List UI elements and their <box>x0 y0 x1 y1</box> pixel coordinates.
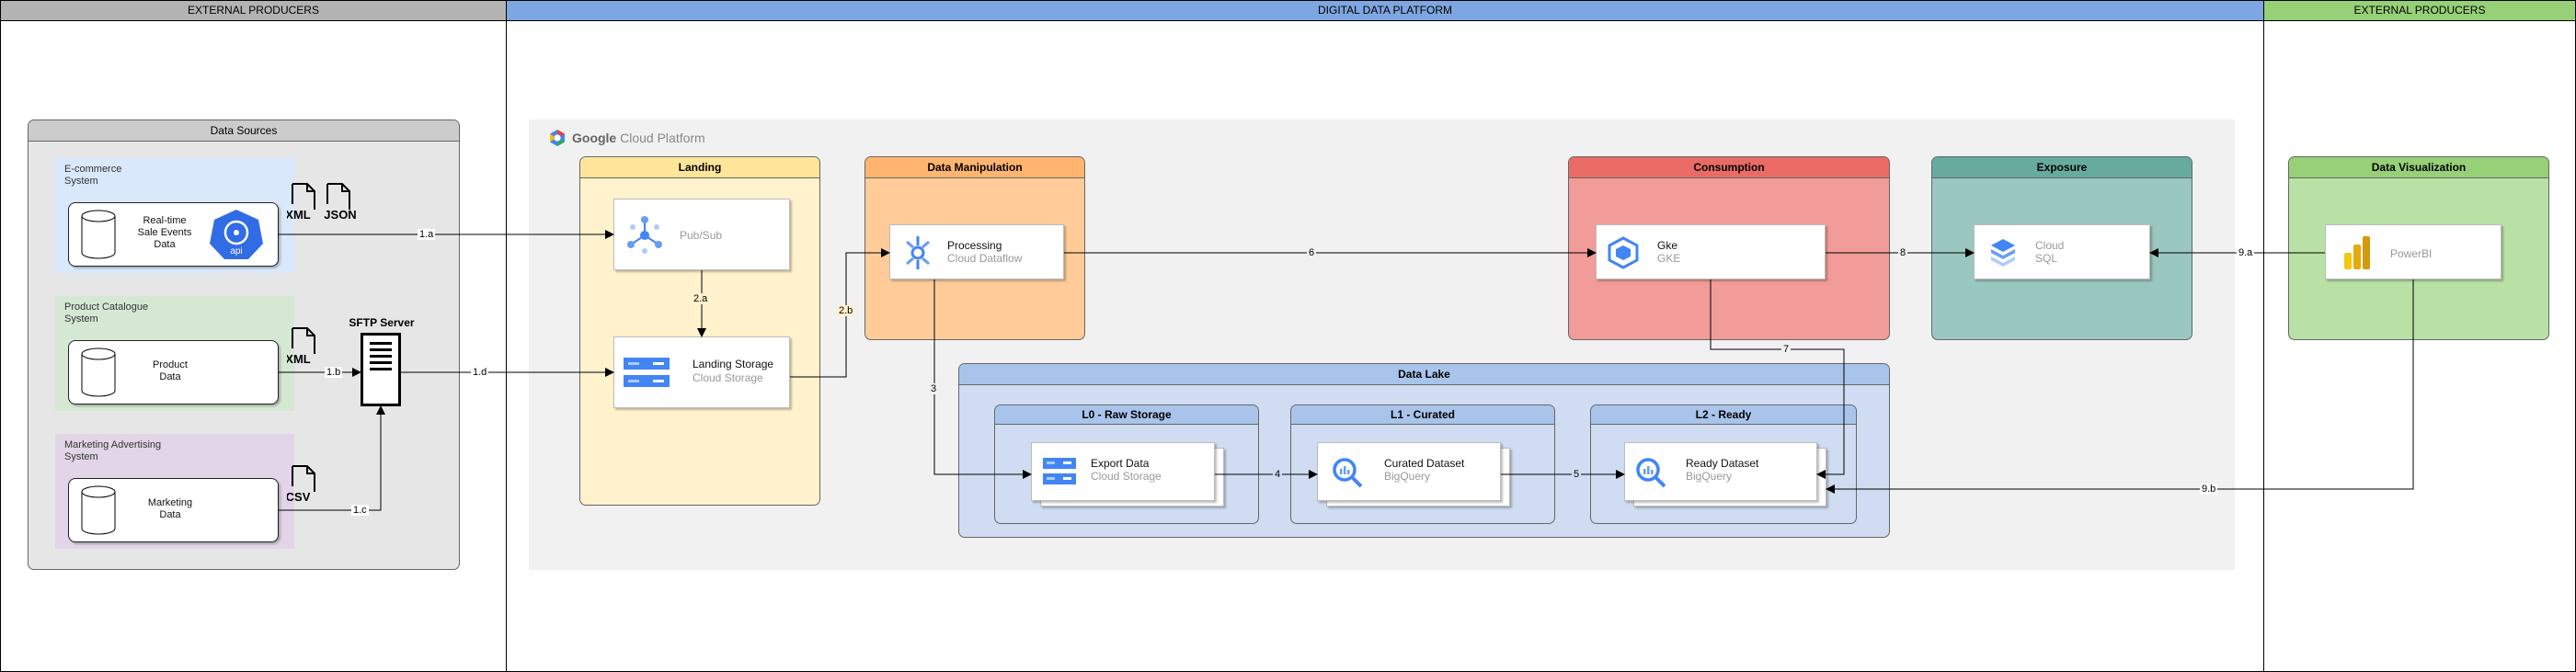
curated-dataset-subtitle: BigQuery <box>1384 470 1431 483</box>
db-label: Marketing Data <box>147 497 193 520</box>
landing-storage-subtitle: Cloud Storage <box>693 371 763 384</box>
edge-label-3: 3 <box>929 383 939 394</box>
edge-label-1c: 1.c <box>351 505 369 516</box>
processing-title: Processing <box>947 239 1002 252</box>
cloud-sql-card[interactable]: Cloud SQL <box>1974 224 2150 279</box>
cloud-storage-icon <box>1043 458 1076 484</box>
xml-file-icon: XML <box>287 183 315 222</box>
database-icon <box>81 210 116 259</box>
system-name: E-commerce System <box>64 164 122 187</box>
system-name: Marketing Advertising System <box>64 439 162 462</box>
curated-dataset-card[interactable]: Curated Dataset BigQuery <box>1317 442 1501 501</box>
system-name: Product Catalogue System <box>64 302 149 325</box>
bigquery-icon <box>1636 458 1666 488</box>
db-label: Product Data <box>153 359 188 382</box>
json-file-icon: JSON <box>324 183 357 222</box>
ready-dataset-card[interactable]: Ready Dataset BigQuery <box>1624 442 1817 501</box>
ready-dataset-title: Ready Dataset <box>1686 457 1759 470</box>
edge-label-7: 7 <box>1781 344 1792 355</box>
gke-title: Gke <box>1657 239 1678 252</box>
powerbi-title: PowerBI <box>2390 247 2433 260</box>
marketing-data-box[interactable]: Marketing Data <box>68 478 279 542</box>
data-lake-title: Data Lake <box>959 364 1889 385</box>
edge-label-1d: 1.d <box>471 367 489 378</box>
edge-label-9b: 9.b <box>2200 484 2218 495</box>
csv-file-icon: CSV <box>287 465 315 504</box>
ready-dataset-subtitle: BigQuery <box>1686 470 1733 483</box>
cloud-sql-icon <box>1991 239 2015 267</box>
bigquery-icon <box>1333 458 1363 488</box>
pubsub-title: Pub/Sub <box>680 229 723 242</box>
export-data-title: Export Data <box>1091 457 1150 470</box>
edge-label-2b: 2.b <box>837 305 855 316</box>
l2-title: L2 - Ready <box>1591 405 1856 425</box>
lane-title: DIGITAL DATA PLATFORM <box>507 1 2263 21</box>
consumption-title: Consumption <box>1569 157 1889 178</box>
pubsub-icon <box>627 216 662 254</box>
dataflow-icon <box>906 236 930 269</box>
edge-label-9a: 9.a <box>2237 247 2255 258</box>
lane-title: EXTERNAL PRODUCERS <box>1 1 506 21</box>
sftp-server-icon[interactable] <box>361 333 401 406</box>
exposure-title: Exposure <box>1932 157 2192 178</box>
data-visualization-title: Data Visualization <box>2289 157 2548 178</box>
badge-csv: CSV <box>287 490 311 504</box>
database-icon <box>81 485 116 535</box>
badge-xml: XML <box>287 352 311 366</box>
powerbi-card[interactable]: PowerBI <box>2325 224 2502 279</box>
pubsub-card[interactable]: Pub/Sub <box>613 199 790 270</box>
processing-subtitle: Cloud Dataflow <box>947 252 1023 265</box>
gcp-google-label: Google <box>572 131 617 145</box>
l0-title: L0 - Raw Storage <box>995 405 1258 425</box>
landing-storage-title: Landing Storage <box>693 358 774 370</box>
lane-title: EXTERNAL PRODUCERS <box>2264 1 2575 21</box>
cloud-storage-icon <box>624 358 670 387</box>
db-label: Real-time Sale Events Data <box>137 215 192 250</box>
powerbi-icon <box>2344 236 2370 269</box>
edge-label-4: 4 <box>1273 469 1283 480</box>
edge-label-8: 8 <box>1898 247 1908 258</box>
badge-xml: XML <box>287 208 311 222</box>
data-sources-title: Data Sources <box>29 120 459 142</box>
processing-card[interactable]: Processing Cloud Dataflow <box>889 224 1064 279</box>
export-data-card[interactable]: Export Data Cloud Storage <box>1031 442 1215 501</box>
gcp-cloud-label: Cloud Platform <box>620 131 705 145</box>
data-manipulation-title: Data Manipulation <box>865 157 1084 178</box>
ecommerce-data-box[interactable]: Real-time Sale Events Data api <box>68 202 279 267</box>
product-data-box[interactable]: Product Data <box>68 340 279 404</box>
xml-file-icon: XML <box>287 327 315 366</box>
gke-card[interactable]: Gke GKE <box>1596 224 1826 279</box>
database-icon <box>81 347 116 397</box>
edge-label-1b: 1.b <box>325 367 343 378</box>
cloud-sql-title: Cloud SQL <box>2035 239 2065 265</box>
export-data-subtitle: Cloud Storage <box>1091 470 1162 483</box>
edge-label-1a: 1.a <box>418 229 436 240</box>
edge-label-2a: 2.a <box>692 293 710 304</box>
curated-dataset-title: Curated Dataset <box>1384 457 1465 470</box>
api-kubernetes-icon: api <box>210 210 263 259</box>
sftp-server-label: SFTP Server <box>349 316 415 329</box>
landing-title: Landing <box>580 157 819 178</box>
landing-storage-card[interactable]: Landing Storage Cloud Storage <box>613 336 790 408</box>
gke-icon <box>1608 236 1639 269</box>
google-cloud-icon <box>550 130 565 146</box>
l1-title: L1 - Curated <box>1291 405 1554 425</box>
api-label: api <box>230 246 242 256</box>
edge-label-5: 5 <box>1572 469 1582 480</box>
badge-json: JSON <box>324 208 356 222</box>
gke-subtitle: GKE <box>1657 252 1681 265</box>
edge-label-6: 6 <box>1307 247 1317 258</box>
